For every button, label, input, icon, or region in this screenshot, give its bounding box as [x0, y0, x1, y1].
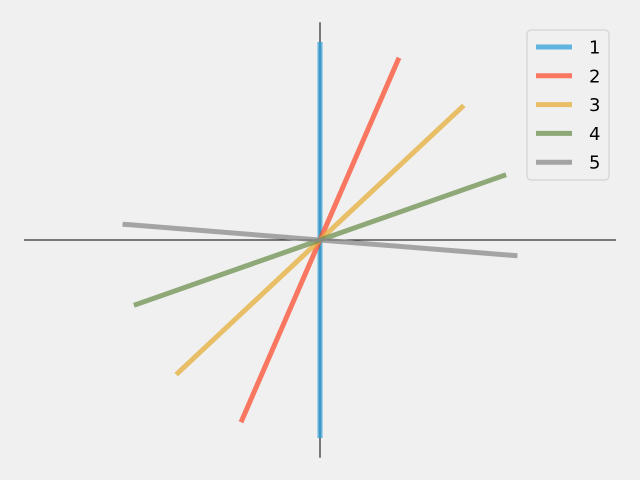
legend-label-1: 1	[589, 38, 600, 59]
legend-label-3: 3	[589, 95, 600, 116]
legend-label-2: 2	[589, 66, 600, 87]
legend-label-4: 4	[589, 124, 600, 145]
legend: 1 2 3 4 5	[526, 29, 610, 181]
legend-label-5: 5	[589, 153, 600, 174]
plot-area	[122, 42, 518, 438]
series-line-5	[122, 221, 518, 259]
